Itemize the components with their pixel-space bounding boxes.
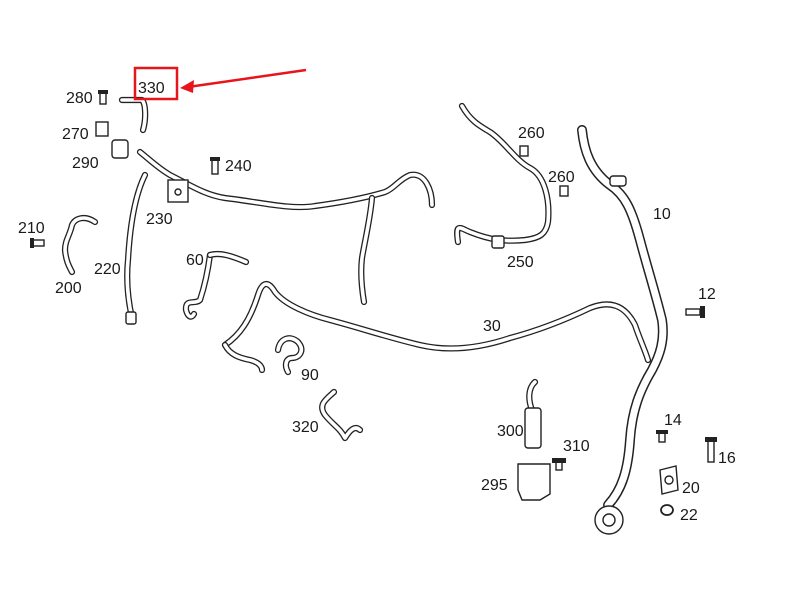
label-280: 280 [66,90,93,107]
label-295: 295 [481,477,508,494]
label-260-b: 260 [548,169,575,186]
label-310: 310 [563,438,590,455]
label-10: 10 [653,206,671,223]
label-12: 12 [698,286,716,303]
label-330: 330 [138,80,165,97]
label-16: 16 [718,450,736,467]
highlight-box [133,66,179,101]
label-220: 220 [94,261,121,278]
label-14: 14 [664,412,682,429]
label-60: 60 [186,252,204,269]
fasteners [30,90,717,535]
highlight-arrow-head [180,80,194,93]
label-90: 90 [301,367,319,384]
label-20: 20 [682,480,700,497]
label-30: 30 [483,318,501,335]
label-22: 22 [680,507,698,524]
label-260-a: 260 [518,125,545,142]
label-230: 230 [146,211,173,228]
label-210: 210 [18,220,45,237]
highlight-annotation [133,66,307,101]
callout-labels: 330 280 270 290 240 230 210 200 220 60 2… [18,80,736,524]
highlight-arrow-shaft [187,68,307,89]
label-320: 320 [292,419,319,436]
label-250: 250 [507,254,534,271]
label-270: 270 [62,126,89,143]
label-240: 240 [225,158,252,175]
label-300: 300 [497,423,524,440]
label-200: 200 [55,280,82,297]
label-290: 290 [72,155,99,172]
